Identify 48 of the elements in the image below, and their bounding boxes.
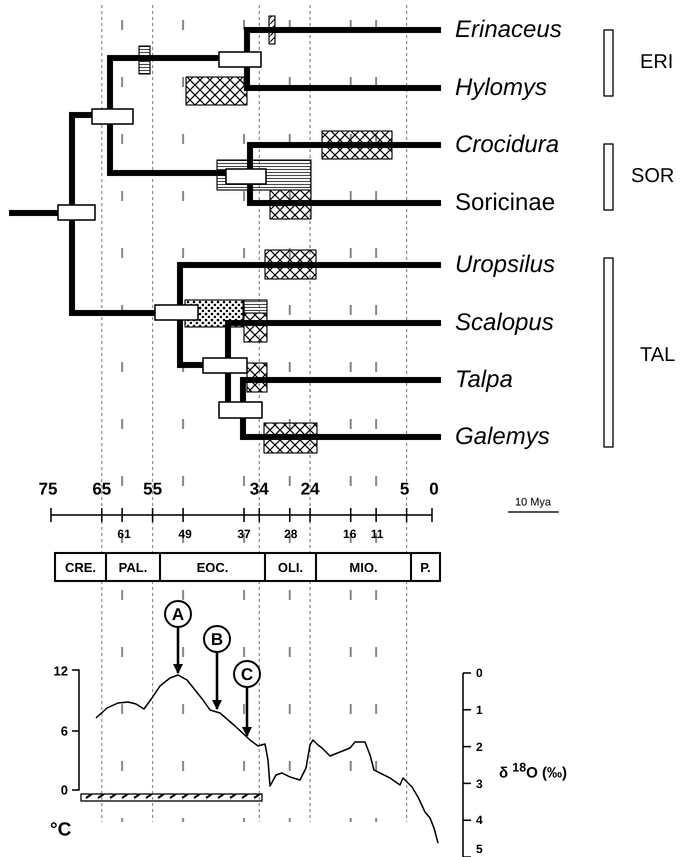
age-label: 65	[92, 480, 112, 498]
period-cell: CRE.	[54, 552, 107, 582]
circled-letter: B	[203, 625, 231, 653]
age-label: 0	[429, 480, 439, 498]
axis-tick-label: 0	[476, 667, 483, 679]
age-label: 34	[250, 480, 269, 498]
circled-letter: C	[233, 660, 261, 688]
clade-name: ERI	[640, 52, 674, 72]
period-cell: PAL.	[107, 552, 161, 582]
taxon-name: Uropsilus	[455, 253, 556, 277]
age-label: 49	[178, 528, 192, 540]
taxon-name: Hylomys	[455, 76, 548, 100]
age-label: 16	[343, 528, 356, 540]
arrow	[212, 653, 222, 710]
axis-tick-label: 2	[476, 741, 483, 753]
circled-letter: A	[164, 600, 192, 628]
axis-tick-label: 1	[476, 704, 483, 716]
axis-tick-label: 3	[476, 778, 483, 790]
axis-tick-label: 0	[60, 784, 68, 796]
age-label: 24	[300, 480, 320, 498]
period-cell: MIO.	[317, 552, 412, 582]
age-label: 5	[400, 480, 410, 498]
age-label: 75	[38, 480, 58, 498]
axis-title: °C	[50, 820, 72, 840]
taxon-name: Galemys	[455, 425, 550, 449]
period-cell: P.	[412, 552, 441, 582]
age-label: 37	[237, 528, 251, 540]
axis-tick-label: 5	[476, 843, 483, 855]
scale-label: 10 Mya	[514, 498, 552, 508]
arrow	[242, 688, 252, 737]
taxon-name: Scalopus	[455, 311, 554, 335]
clade-name: SOR	[631, 166, 674, 186]
axis-tick-label: 6	[60, 724, 68, 738]
clade-name: TAL	[640, 345, 676, 365]
taxon-name: Crocidura	[455, 133, 560, 157]
period-cell: EOC.	[161, 552, 266, 582]
age-label: 28	[284, 528, 298, 540]
age-label: 61	[117, 528, 131, 540]
axis-tick-label: 4	[476, 814, 483, 826]
arrow	[173, 628, 183, 674]
taxon-name: Soricinae	[455, 191, 556, 215]
age-label: 55	[143, 480, 162, 498]
period-cell: OLI.	[266, 552, 317, 582]
age-label: 11	[370, 528, 384, 540]
taxon-name: Erinaceus	[455, 18, 562, 42]
axis-tick-label: 12	[54, 664, 68, 678]
taxon-name: Talpa	[455, 368, 513, 392]
axis-title: δ $^{18}$O (‰)	[499, 762, 567, 780]
